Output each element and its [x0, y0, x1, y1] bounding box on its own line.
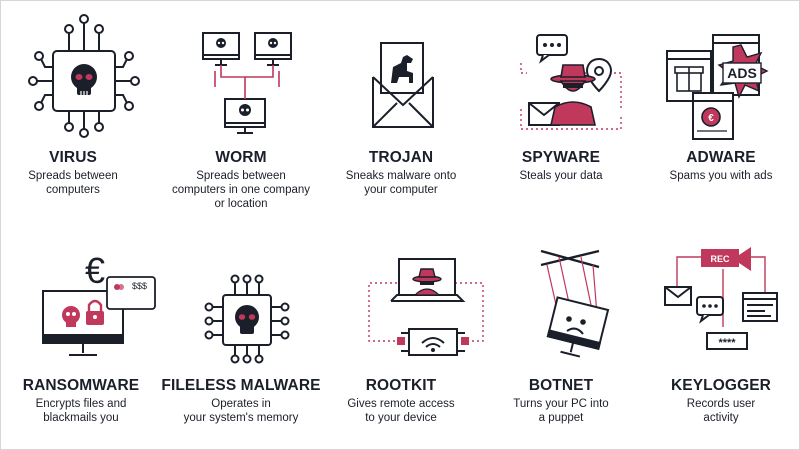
network-monitors-icon	[161, 11, 321, 141]
spy-icon	[412, 268, 442, 296]
wifi-icon	[421, 337, 445, 348]
skull-icon	[235, 305, 259, 334]
lock-icon	[86, 299, 104, 325]
mail-icon	[664, 286, 692, 306]
card-title: ROOTKIT	[365, 377, 437, 394]
card-title: RANSOMWARE	[22, 377, 140, 394]
euro-coin-icon: €	[701, 107, 721, 127]
card-title: SPYWARE	[521, 149, 601, 166]
browser-window-icon	[742, 292, 778, 322]
horse-icon	[391, 55, 413, 83]
card-title: BOTNET	[528, 377, 594, 394]
svg-text:****: ****	[718, 337, 736, 349]
puppet-monitor-icon	[481, 237, 641, 369]
monitor-euro-lock-icon: € $$$	[1, 237, 161, 369]
card-title: VIRUS	[49, 149, 97, 166]
chat-icon	[696, 296, 724, 324]
skull-icon	[62, 306, 80, 327]
skull-icon	[71, 64, 97, 95]
svg-text:€: €	[708, 113, 714, 124]
euro-icon: €	[85, 250, 105, 291]
laptop-spy-remote-icon	[321, 237, 484, 369]
svg-text:ADS: ADS	[727, 65, 757, 81]
ads-popups-icon: ADS €	[641, 11, 800, 141]
card-description: Steals your data	[519, 170, 603, 182]
puppet-control-icon	[540, 249, 600, 269]
sad-face-icon	[566, 316, 586, 335]
card-title: TROJAN	[368, 149, 434, 166]
password-field-icon	[706, 332, 748, 350]
svg-text:$$$: $$$	[132, 281, 147, 291]
rec-camera-keyboard-icon: REC	[641, 237, 800, 369]
chip-skull-icon	[1, 11, 161, 141]
card-title: FILELESS MALWARE	[161, 377, 321, 394]
svg-text:REC: REC	[710, 254, 730, 264]
ads-badge: ADS	[717, 44, 769, 99]
envelope-horse-icon	[321, 11, 481, 141]
card-title: ADWARE	[686, 149, 756, 166]
gift-icon	[674, 66, 704, 92]
location-pin-icon	[585, 57, 613, 93]
chip-skull-icon	[161, 237, 321, 369]
spy-agent-icon	[481, 11, 641, 141]
spy-icon	[550, 64, 596, 126]
card-title: WORM	[215, 149, 267, 166]
skull-icon	[216, 38, 278, 116]
card-description: Spams you with ads	[669, 170, 773, 182]
rec-camera-icon: REC	[701, 247, 751, 271]
card-title: KEYLOGGER	[671, 377, 771, 394]
